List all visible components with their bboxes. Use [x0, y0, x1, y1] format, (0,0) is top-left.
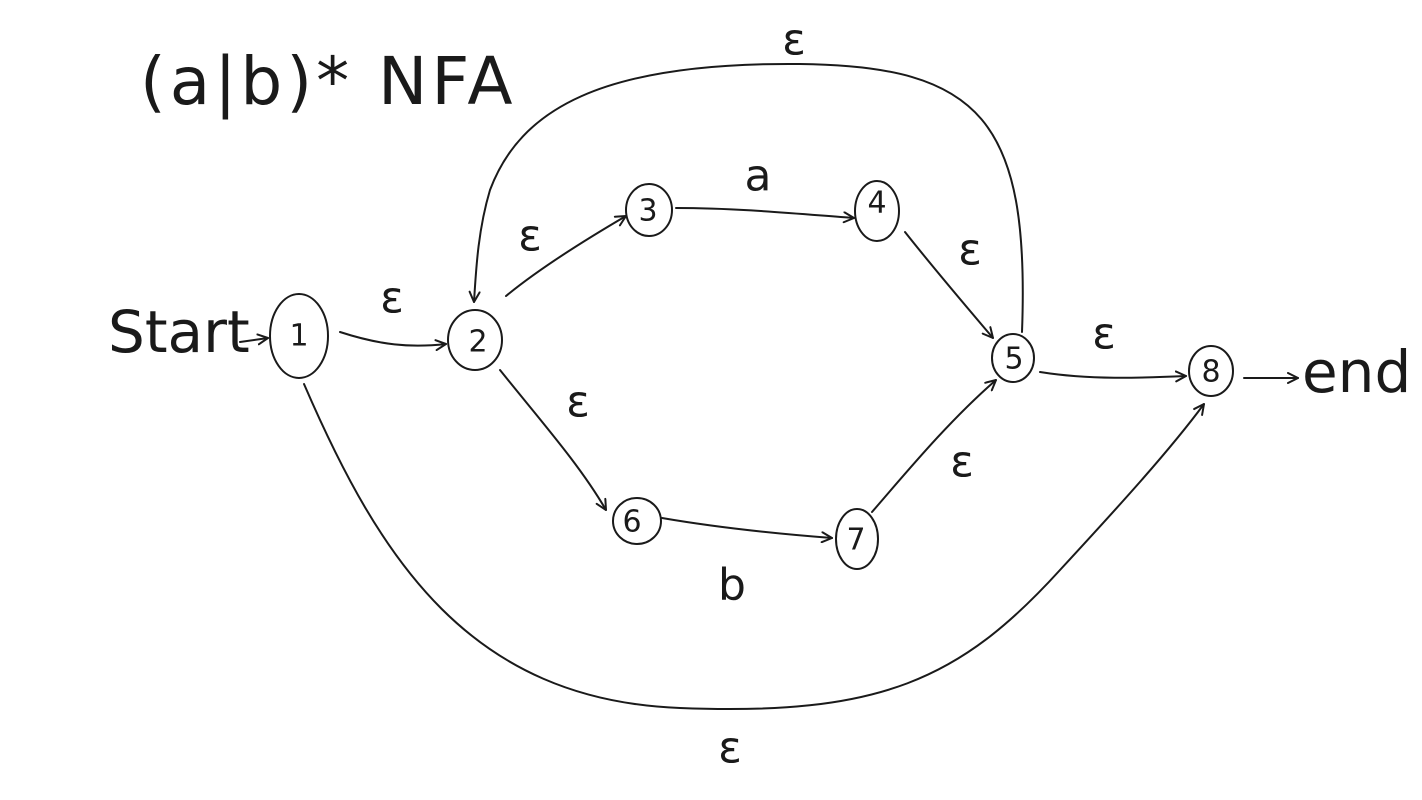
- label-1-8: ε: [718, 723, 742, 774]
- state-label: 4: [867, 186, 886, 221]
- label-3-4: a: [745, 151, 772, 202]
- transition-2-3: [505, 215, 627, 297]
- state-3: 3: [625, 183, 673, 237]
- edge-labels-layer: ε ε a ε ε b ε ε ε ε: [380, 15, 1116, 774]
- transition-6-7: [661, 517, 833, 544]
- label-2-6: ε: [566, 377, 590, 428]
- state-5: 5: [991, 333, 1035, 383]
- transition-5-8: [1039, 370, 1187, 383]
- state-label: 1: [289, 319, 308, 354]
- end-label: end: [1302, 338, 1411, 406]
- diagram-title: (a|b)* NFA: [140, 43, 516, 120]
- state-7: 7: [835, 508, 879, 570]
- label-5-8: ε: [1092, 309, 1116, 360]
- transition-5-2: [468, 62, 1024, 333]
- transition-1-8: [303, 383, 1205, 711]
- state-label: 7: [846, 523, 865, 558]
- label-2-3: ε: [518, 211, 542, 262]
- state-label: 5: [1004, 342, 1023, 377]
- state-4: 4: [854, 180, 900, 242]
- state-label: 3: [638, 194, 657, 229]
- label-6-7: b: [718, 560, 746, 611]
- states-layer: 1 2 3 4 5 6 7 8: [269, 180, 1234, 570]
- transition-3-4: [675, 207, 855, 224]
- start-label: Start: [108, 298, 250, 366]
- start-arrow: [239, 333, 269, 346]
- state-6: 6: [612, 497, 662, 545]
- transitions-layer: [239, 62, 1299, 711]
- label-7-5: ε: [950, 437, 974, 488]
- state-8: 8: [1188, 345, 1234, 397]
- state-1: 1: [269, 293, 329, 379]
- transition-4-5: [904, 231, 994, 339]
- state-label: 8: [1201, 355, 1220, 390]
- label-5-2: ε: [782, 15, 806, 66]
- state-2: 2: [447, 309, 503, 371]
- transition-2-6: [499, 369, 607, 511]
- state-label: 2: [468, 325, 487, 360]
- state-label: 6: [622, 505, 641, 540]
- label-1-2: ε: [380, 273, 404, 324]
- label-4-5: ε: [958, 225, 982, 276]
- transition-1-2: [339, 331, 447, 352]
- transition-7-5: [871, 379, 997, 513]
